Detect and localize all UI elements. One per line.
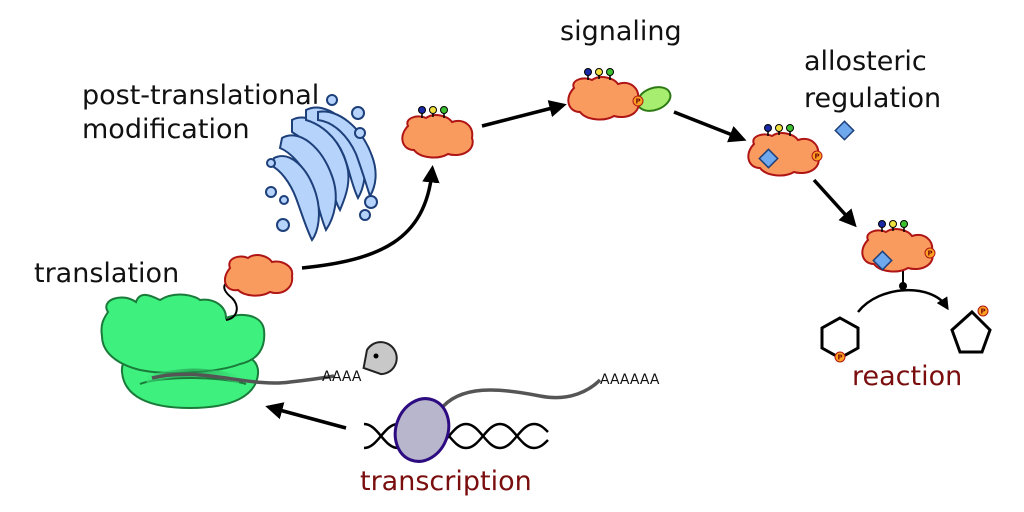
mrna-polya-tail: AAAA (322, 369, 362, 385)
arrow-to-signaling (481, 100, 567, 128)
label-ptm-line2: modification (82, 114, 250, 145)
transcript-polya-tail: AAAAAA (600, 372, 660, 388)
svg-text:P: P (981, 308, 986, 316)
svg-text:P: P (928, 250, 933, 258)
ribosome-large-subunit (100, 293, 266, 374)
label-ptm-line1: post-translational (82, 80, 319, 111)
arrow-to-reaction-complex (812, 178, 857, 228)
label-translation: translation (34, 258, 179, 289)
protein-translation (223, 254, 294, 297)
glycan-green-icon (606, 68, 614, 76)
svg-text:P: P (636, 98, 641, 106)
glycan-green-icon (440, 106, 448, 114)
glycan-yellow-icon (429, 106, 437, 114)
protein-ptm (401, 106, 474, 159)
bound-effector-icon (758, 148, 779, 169)
product-pentagon-icon: P (950, 305, 992, 354)
rna-polymerase-icon (393, 397, 451, 463)
label-transcription: transcription (360, 466, 532, 497)
svg-text:P: P (838, 354, 843, 362)
glycan-blue-icon (584, 68, 592, 76)
bound-effector-icon (872, 250, 893, 271)
phosphate-icon (924, 247, 936, 259)
phosphate-icon (811, 150, 823, 162)
free-effector-icon (834, 120, 855, 141)
arrow-to-allosteric (673, 110, 747, 143)
label-allosteric-line1: allosteric (804, 46, 927, 77)
dna-double-helix-icon (363, 422, 549, 450)
protein-signaling: P (567, 68, 672, 121)
reaction-inhibition-dot (899, 282, 907, 290)
glycan-yellow-icon (595, 68, 603, 76)
arrow-to-translation (265, 402, 347, 430)
nascent-rna-transcript (438, 378, 602, 412)
protein-reaction-enzyme: P (861, 220, 936, 273)
label-allosteric-line2: regulation (804, 83, 941, 114)
phosphate-icon (632, 95, 644, 107)
arrow-to-ptm (301, 165, 440, 270)
golgi-apparatus-icon (265, 94, 378, 242)
pathway-arrows (265, 100, 949, 430)
exonuclease-pacman-icon (362, 341, 398, 376)
svg-text:P: P (815, 153, 820, 161)
label-reaction: reaction (852, 361, 962, 392)
protein-allosteric: P (747, 124, 823, 177)
glycan-blue-icon (418, 106, 426, 114)
ribosome-icon (100, 293, 266, 410)
reaction-arrow (857, 288, 949, 313)
mrna-strand (151, 372, 335, 385)
substrate-hexagon-icon: P (820, 316, 860, 363)
label-signaling: signaling (560, 16, 682, 47)
